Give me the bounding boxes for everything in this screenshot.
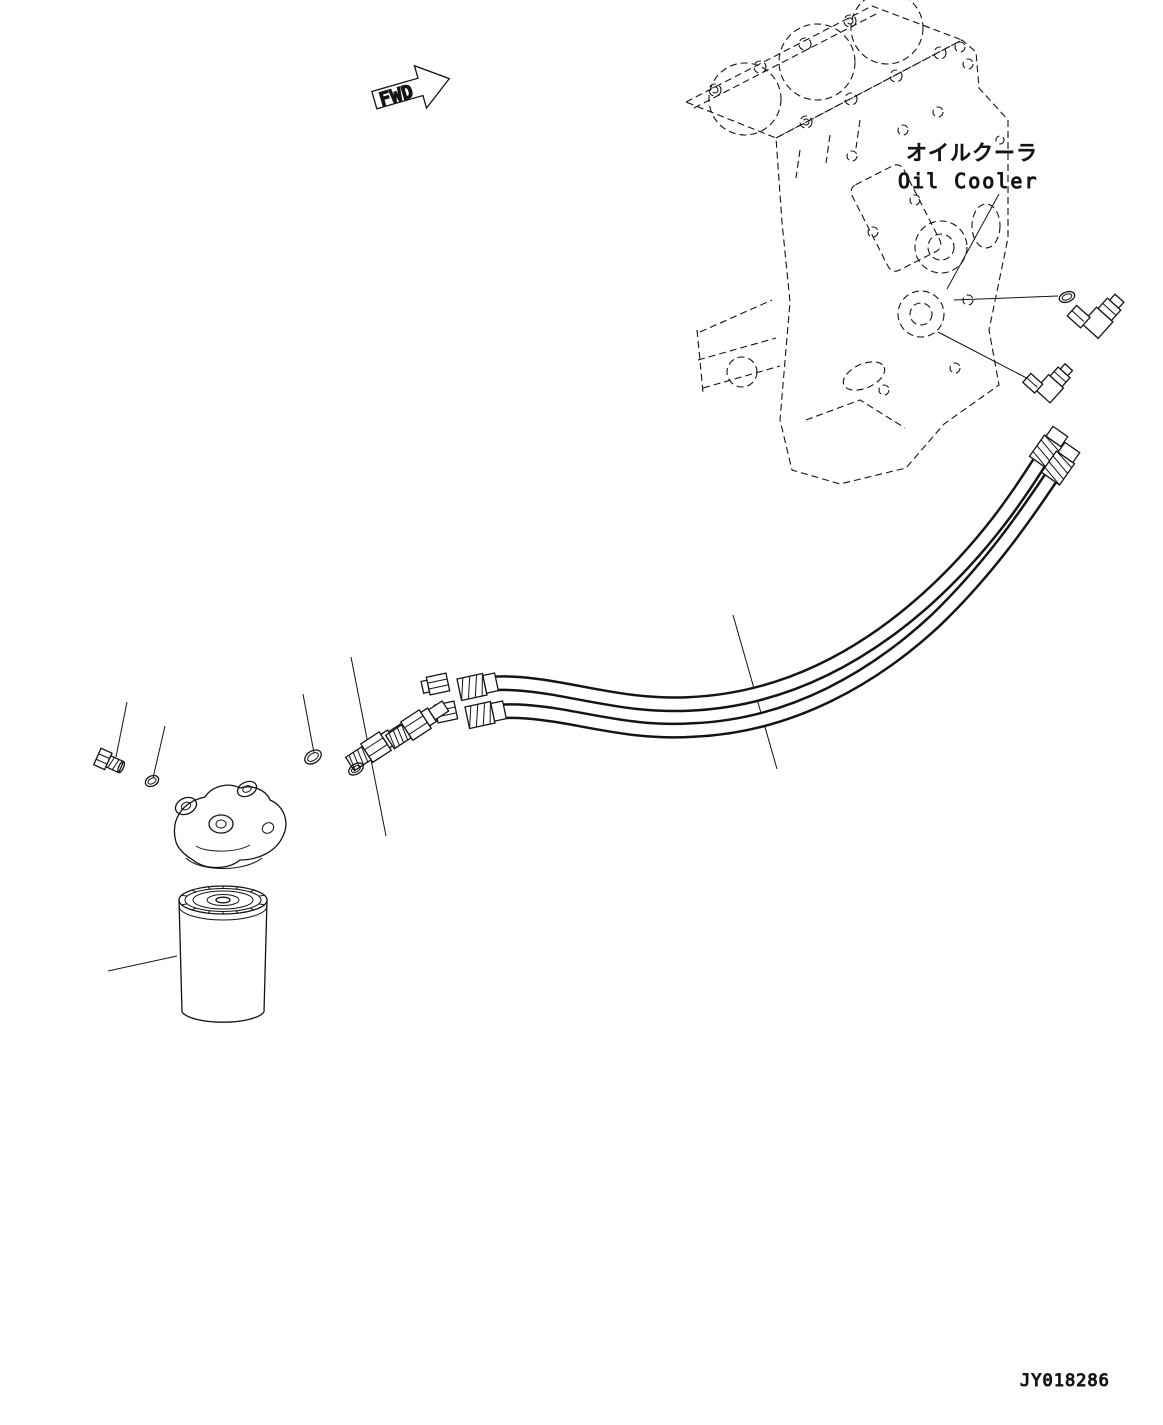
hose-assembly-upper: [458, 437, 1059, 713]
engine-block-phantom: [684, 0, 1009, 485]
hose-adapter: [420, 672, 451, 696]
hose-collar: [456, 672, 500, 702]
leader-line: [302, 693, 315, 754]
oil-cooler-label-en: Oil Cooler: [898, 169, 1038, 193]
fwd-arrow: FWD: [371, 64, 451, 112]
hose-collar: [1040, 441, 1081, 486]
oil-filter-head: [173, 780, 287, 869]
fwd-label: FWD: [377, 81, 416, 112]
plug: [92, 747, 126, 774]
elbow-fitting-upper: [1066, 293, 1125, 340]
drawing-number: JY018286: [1020, 1371, 1110, 1391]
oil-filter-cartridge: [178, 885, 268, 1023]
nipple-fitting-2: [384, 700, 450, 750]
oil-cooler-label-ja: オイルクーラ: [906, 141, 1038, 165]
o-ring: [348, 762, 364, 776]
leader-lines: [107, 193, 1059, 972]
leader-line: [953, 295, 1059, 301]
hose-assembly-lower: [466, 453, 1071, 739]
o-ring: [144, 774, 160, 788]
leader-line: [115, 701, 128, 758]
elbow-fitting-lower: [1021, 362, 1074, 404]
o-ring: [304, 749, 322, 765]
leader-line: [152, 725, 166, 779]
leader-line: [946, 193, 1000, 290]
o-ring-upper-right: [1058, 290, 1076, 304]
oil-cooler-label: オイルクーラ Oil Cooler: [898, 141, 1038, 194]
hose-collar: [464, 700, 508, 730]
leader-line: [107, 955, 178, 972]
leader-line: [937, 331, 1043, 387]
